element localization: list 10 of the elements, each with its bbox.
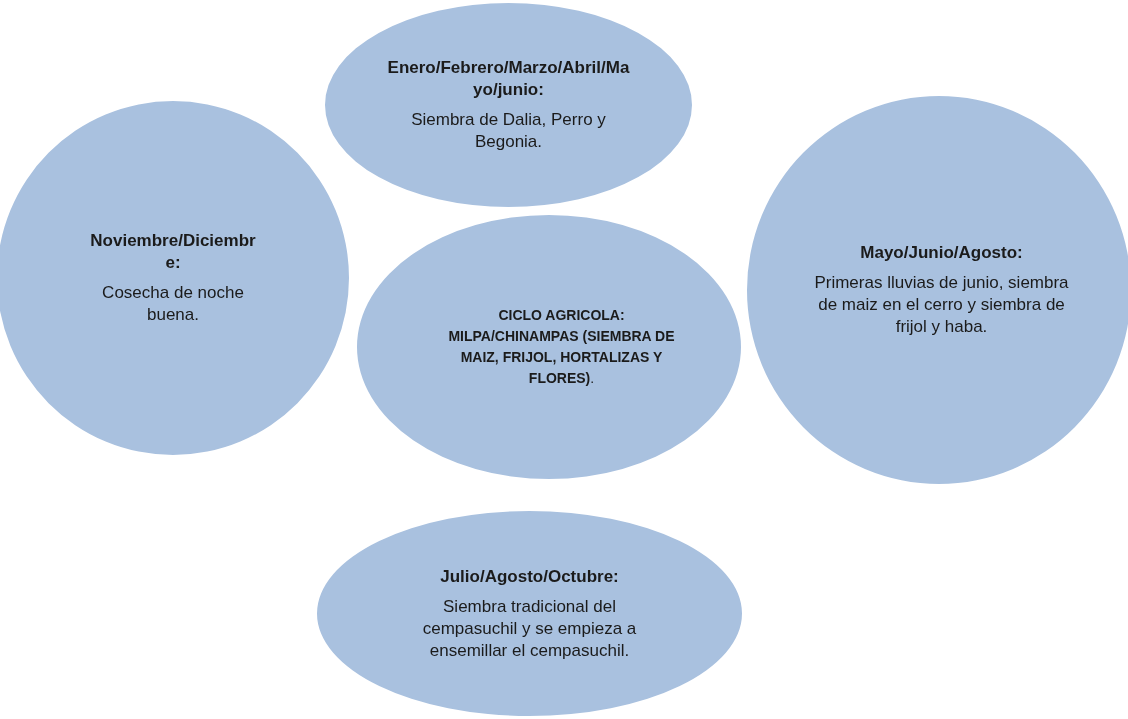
body-text: Primeras lluvias de junio, siembra de maiz en el cerro y siembra de frijol y haba.	[814, 272, 1069, 338]
body-text: MILPA/CHINAMPAS (SIEMBRA DE MAIZ, FRIJOL, HORTALIZAS Y FLORES).	[447, 327, 676, 388]
body-text: Cosecha de noche buena.	[101, 282, 245, 326]
heading-text: Enero/Febrero/Marzo/Abril/Mayo/junio:	[387, 57, 630, 101]
heading-text: Noviembre/Diciembre:	[89, 230, 257, 274]
heading-text: Julio/Agosto/Octubre:	[440, 565, 619, 588]
body-text: Siembra de Dalia, Perro y Begonia.	[410, 109, 607, 153]
heading-text: Mayo/Junio/Agosto:	[860, 242, 1023, 264]
heading-text: CICLO AGRICOLA:	[498, 306, 625, 325]
body-text: Siembra tradicional del cempasuchil y se empieza a ensemillar el cempasuchil.	[421, 595, 638, 662]
